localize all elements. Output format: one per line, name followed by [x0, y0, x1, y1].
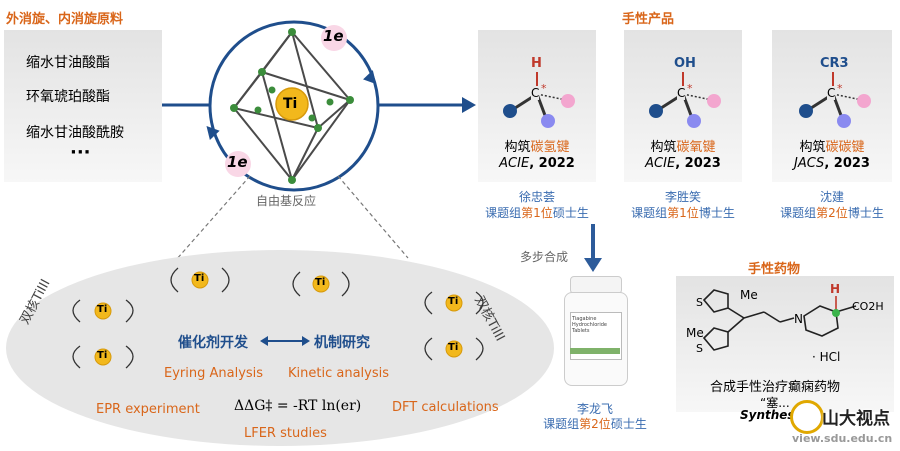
product-2-bond-hl: 碳氧键: [676, 140, 716, 155]
epr-experiment: EPR experiment: [96, 402, 200, 417]
ti-label-3: Ti: [194, 273, 205, 284]
product-1-bond-hl: 碳氢键: [530, 140, 570, 155]
product-2-journal: ACIE: [645, 156, 676, 171]
raw-material-item-1: 缩水甘油酸酯: [26, 55, 110, 71]
product-1-star: *: [541, 82, 547, 95]
product-1-citation: ACIE, 2022: [478, 156, 596, 171]
credit-4-group: 课题组: [543, 417, 580, 431]
credit-1-group: 课题组: [485, 206, 522, 220]
credit-2-role: 课题组第1位博士生: [616, 204, 750, 221]
drug-n: N: [794, 312, 803, 326]
product-card-2: [624, 30, 742, 182]
raw-material-item-3: 缩水甘油酸酰胺: [26, 125, 124, 141]
product-3-group: CR3: [820, 56, 849, 71]
product-2-citation: ACIE, 2023: [624, 156, 742, 171]
raw-material-item-2: 环氧琥珀酸酯: [26, 89, 110, 105]
credit-2-rank: 第1位: [667, 206, 699, 220]
product-3-journal: JACS: [794, 156, 825, 171]
drug-caption-2: “塞...: [760, 396, 790, 410]
tablet-bottle: Tiagabine Hydrochloride Tablets: [560, 276, 630, 386]
credit-4-role: 课题组第2位硕士生: [528, 415, 662, 432]
drug-caption: 合成手性治疗癫痫药物: [710, 380, 841, 395]
product-card-1: [478, 30, 596, 182]
ti-label-5: Ti: [448, 296, 459, 307]
product-1-year: , 2022: [529, 156, 575, 171]
electron-badge-top: 1e: [323, 27, 344, 45]
product-2-bond: 构筑碳氧键: [624, 136, 742, 155]
product-1-journal: ACIE: [499, 156, 530, 171]
drug-acid: CO2H: [852, 300, 884, 313]
watermark-logo: [790, 400, 824, 434]
credit-1-role: 课题组第1位硕士生: [470, 204, 604, 221]
mechanism-study: 机制研究: [314, 335, 370, 351]
credit-1-name: 徐忠荟: [518, 190, 555, 204]
product-card-3: [772, 30, 892, 182]
lfer-studies: LFER studies: [244, 426, 327, 441]
credit-2-degree: 博士生: [698, 206, 735, 220]
ti-label-2: Ti: [97, 350, 108, 361]
product-1-group: H: [531, 56, 542, 71]
ti-label-1: Ti: [97, 304, 108, 315]
credit-1-rank: 第1位: [521, 206, 553, 220]
credit-2-name: 李胜笑: [664, 190, 701, 204]
selectivity-equation: ΔΔG‡ = -RT ln(er): [234, 398, 362, 414]
credit-3-degree: 博士生: [847, 206, 884, 220]
drug-s-2: S: [696, 342, 703, 355]
titanium-label: Ti: [283, 96, 298, 112]
credit-4-rank: 第2位: [579, 417, 611, 431]
product-1-carbon: C: [531, 86, 540, 100]
drug-me-2: Me: [686, 326, 704, 340]
credit-1-degree: 硕士生: [552, 206, 589, 220]
ti-label-4: Ti: [315, 277, 326, 288]
drug-s-1: S: [696, 296, 703, 309]
product-3-year: , 2023: [824, 156, 870, 171]
more-dots: ···: [70, 142, 91, 163]
watermark-url: view.sdu.edu.cn: [792, 432, 893, 445]
credit-2-group: 课题组: [631, 206, 668, 220]
multistep-synthesis-label: 多步合成: [520, 250, 569, 264]
bottle-label: Tiagabine Hydrochloride Tablets: [572, 316, 607, 334]
drug-panel: [676, 276, 894, 412]
product-2-star: *: [687, 82, 693, 95]
drug-title: 手性药物: [748, 262, 801, 277]
credit-3-rank: 第2位: [816, 206, 848, 220]
raw-materials-panel: 缩水甘油酸酯 环氧琥珀酸酯 缩水甘油酸酰胺 ···: [4, 30, 162, 182]
kinetic-analysis: Kinetic analysis: [288, 366, 389, 381]
electron-badge-bottom: 1e: [227, 153, 248, 171]
product-2-bond-pre: 构筑: [650, 140, 677, 155]
product-3-carbon: C: [827, 86, 836, 100]
product-1-bond: 构筑碳氢键: [478, 136, 596, 155]
product-3-bond-hl: 碳碳键: [825, 140, 865, 155]
ti-label-6: Ti: [448, 342, 459, 353]
product-2-carbon: C: [677, 86, 686, 100]
catalyst-development: 催化剂开发: [178, 335, 248, 351]
radical-reaction-caption: 自由基反应: [256, 194, 317, 208]
dft-calculations: DFT calculations: [392, 400, 499, 415]
credit-3-group: 课题组: [780, 206, 817, 220]
credit-3-name: 沈建: [819, 190, 844, 204]
watermark-brand: 山大视点: [822, 409, 890, 429]
product-2-group: OH: [674, 56, 696, 71]
products-title: 手性产品: [622, 12, 675, 27]
credit-4-degree: 硕士生: [610, 417, 647, 431]
product-3-star: *: [837, 82, 843, 95]
product-2-year: , 2023: [675, 156, 721, 171]
product-1-bond-pre: 构筑: [504, 140, 531, 155]
product-3-citation: JACS, 2023: [772, 156, 892, 171]
product-3-bond: 构筑碳碳键: [772, 136, 892, 155]
product-3-bond-pre: 构筑: [799, 140, 826, 155]
credit-4-name: 李龙飞: [576, 402, 613, 416]
drug-salt: · HCl: [812, 350, 841, 364]
credit-3-role: 课题组第2位博士生: [766, 204, 898, 221]
raw-materials-title: 外消旋、内消旋原料: [6, 12, 124, 27]
eyring-analysis: Eyring Analysis: [164, 366, 264, 381]
drug-h: H: [830, 282, 841, 296]
drug-me-1: Me: [740, 288, 758, 302]
